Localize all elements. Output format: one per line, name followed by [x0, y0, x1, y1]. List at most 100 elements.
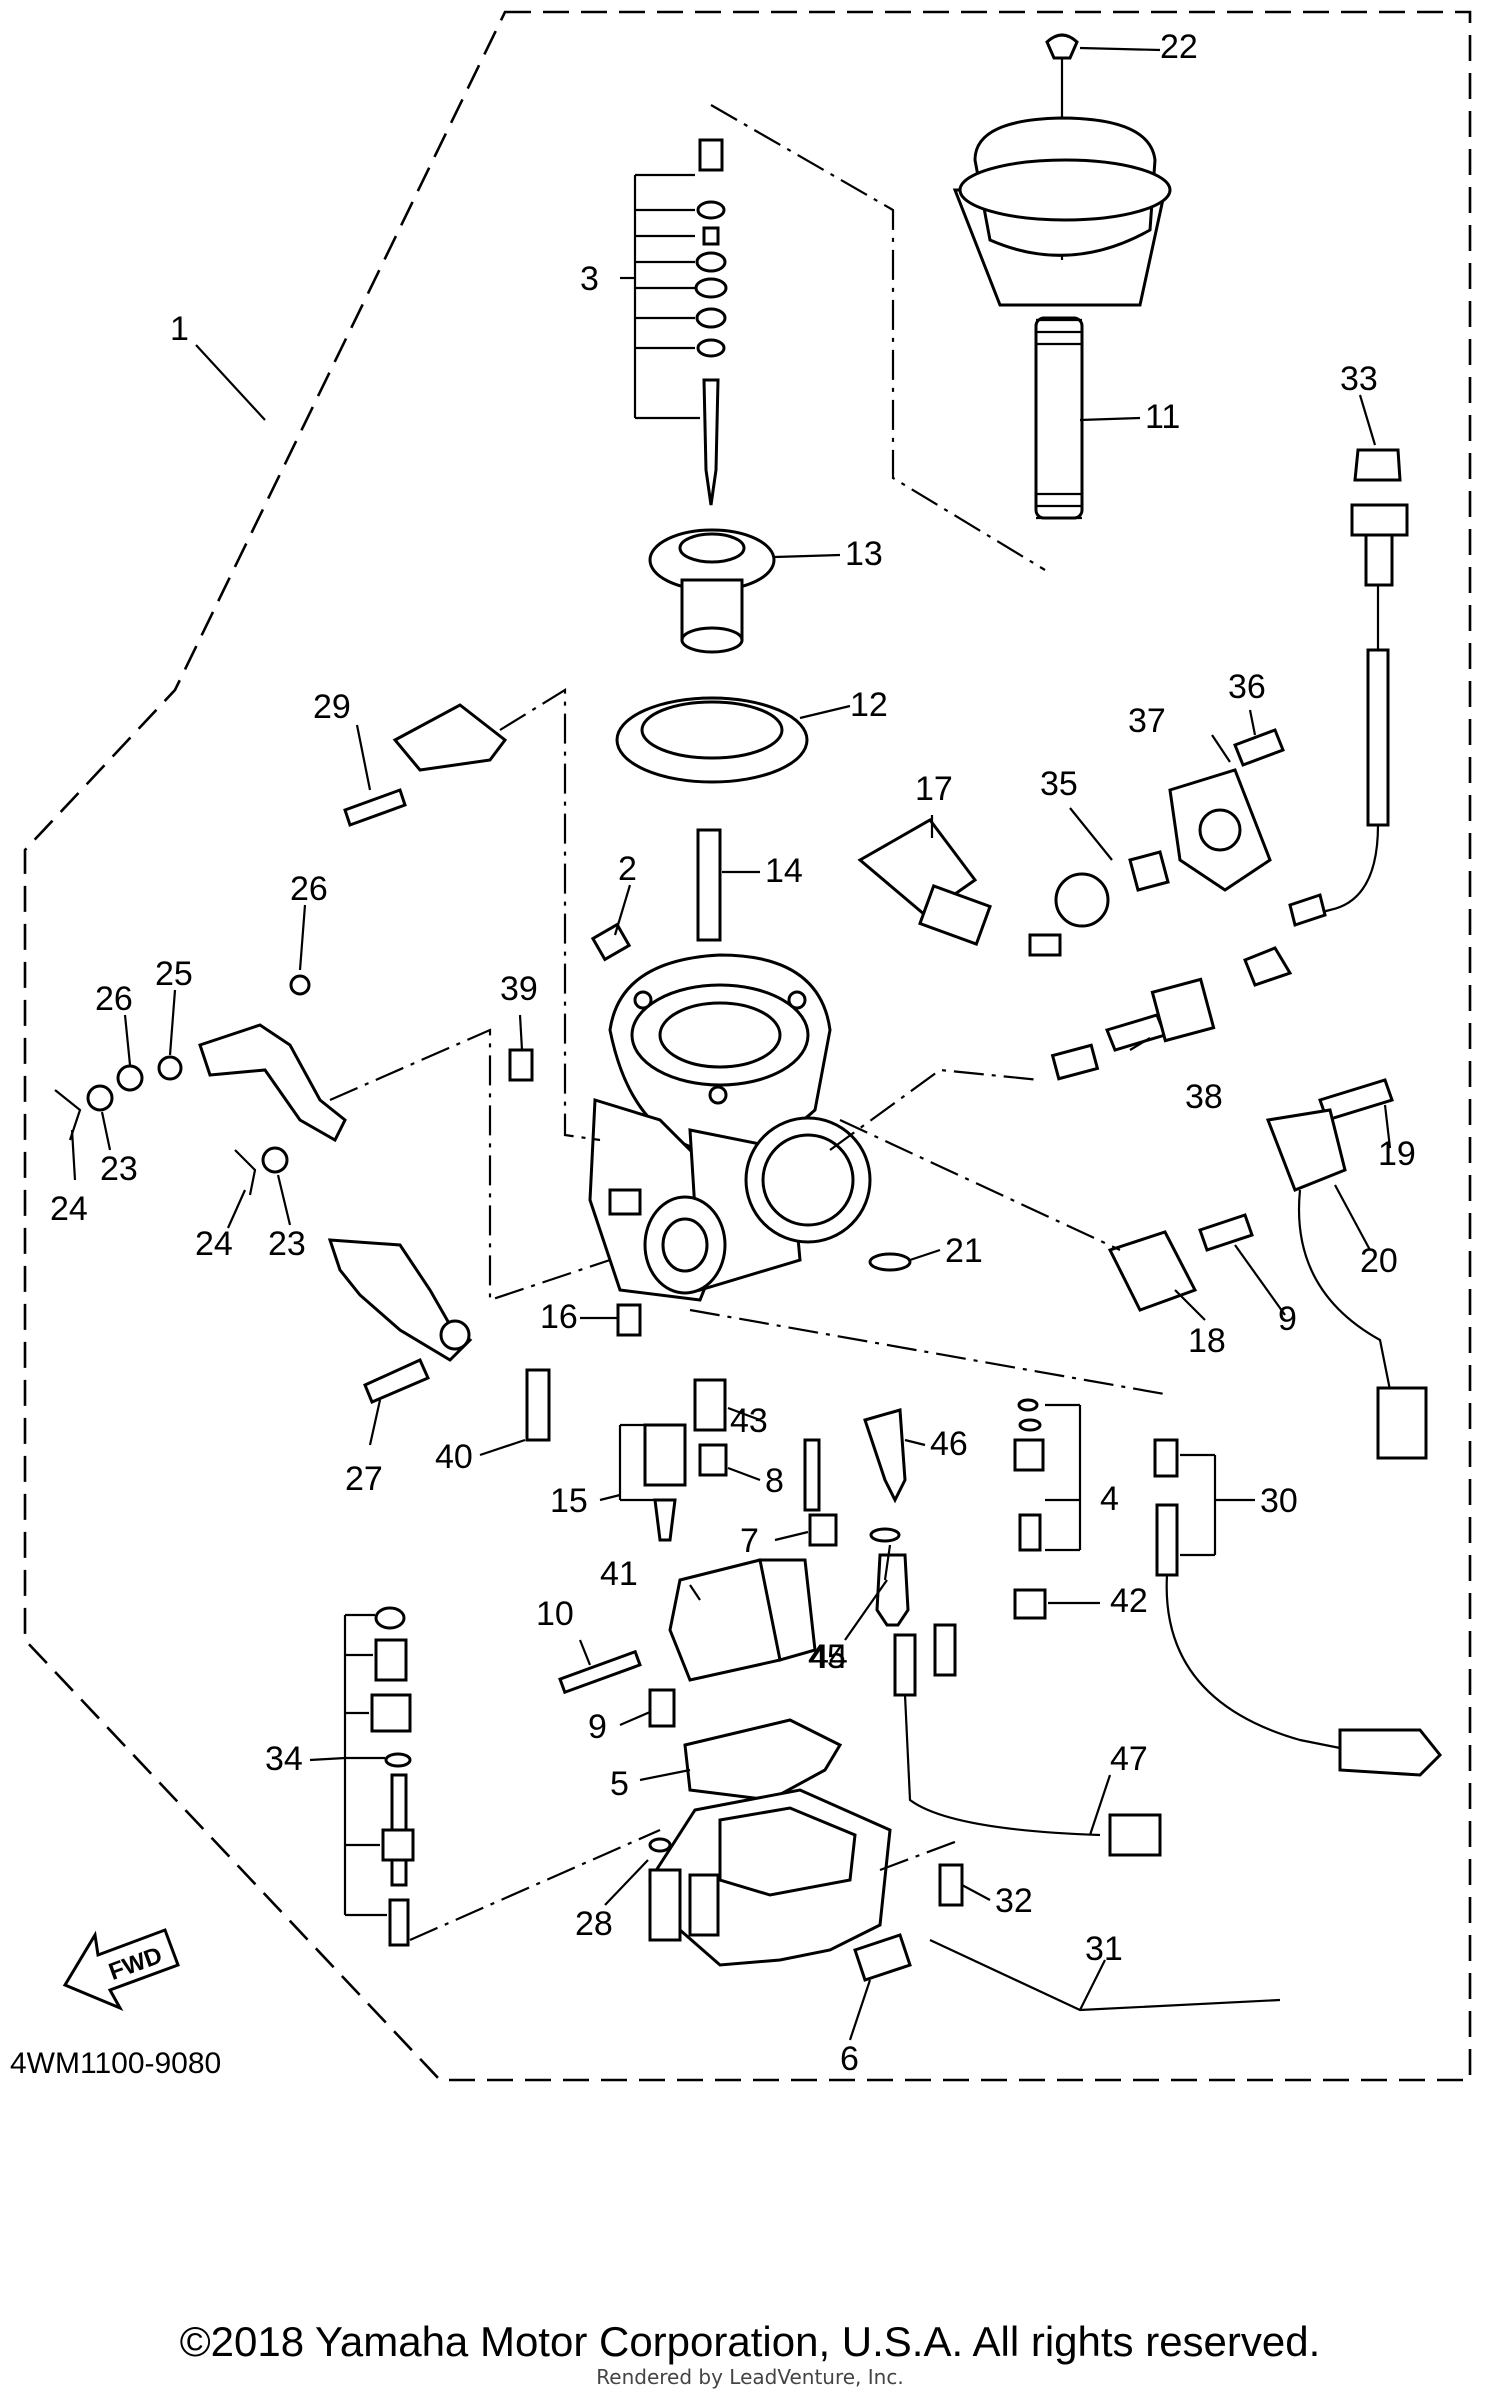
callout-label: 9 [1278, 1300, 1297, 1338]
fwd-arrow-icon [62, 1928, 180, 2012]
part-2-plug [590, 922, 632, 962]
callout-label: 45 [808, 1638, 846, 1676]
throttle-lever [327, 1238, 473, 1362]
carburetor-body [588, 953, 872, 1302]
callout-label: 43 [730, 1402, 768, 1440]
part-41-float [668, 1558, 817, 1682]
callout-label: 5 [610, 1765, 629, 1803]
callout-label: 24 [195, 1225, 233, 1263]
callout-label: 26 [290, 870, 328, 908]
part-13-throttle-valve [648, 528, 776, 654]
part-pin [803, 1438, 821, 1512]
callout-label: 38 [1185, 1078, 1223, 1116]
part-27-screw [363, 1358, 430, 1404]
callout-label: 41 [600, 1555, 638, 1593]
callout-label: 46 [930, 1425, 968, 1463]
part-23-washer [86, 1084, 114, 1112]
callout-label: 36 [1228, 668, 1266, 706]
section-line [829, 1068, 1041, 1151]
assembly-boundary [23, 10, 1472, 2082]
callout-label: 28 [575, 1905, 613, 1943]
part-29-bracket [343, 703, 508, 827]
part-45-washer [869, 1527, 901, 1543]
callout-label: 23 [268, 1225, 306, 1263]
callout-label: 39 [500, 970, 538, 1008]
callout-label: 40 [435, 1438, 473, 1476]
part-10-pin [558, 1649, 642, 1695]
section-line [329, 1028, 611, 1302]
part-34-screw-set [343, 1606, 415, 1947]
part-9-screw [1198, 1213, 1254, 1252]
part-3-needle-set [633, 138, 728, 506]
part-5-gasket [683, 1718, 843, 1802]
callout-label: 8 [765, 1462, 784, 1500]
callout-label: 18 [1188, 1322, 1226, 1360]
callout-label: 30 [1260, 1482, 1298, 1520]
part-17-elbow [857, 818, 992, 946]
section-line [409, 1828, 661, 1942]
callout-label: 47 [1110, 1740, 1148, 1778]
section-line [879, 1838, 961, 1872]
part-21-o-ring [868, 1252, 912, 1272]
part-11-spring [1034, 316, 1084, 520]
part-12-diaphragm [615, 696, 809, 784]
part-15-jet-holder [643, 1423, 687, 1542]
callout-label: 32 [995, 1882, 1033, 1920]
part-26-washer [116, 1064, 144, 1092]
part-35-accelerator-pump [1028, 850, 1170, 957]
callout-label: 29 [313, 688, 351, 726]
part-20-sensor [1265, 1108, 1428, 1460]
callout-label: 31 [1085, 1930, 1123, 1968]
part-33-choke-cable [1288, 448, 1409, 927]
part-46-bracket [863, 1408, 907, 1504]
callout-label: 26 [95, 980, 133, 1018]
part-38-starter-plunger [1050, 946, 1293, 1081]
callout-label: 1 [170, 310, 189, 348]
section-line [839, 1119, 1121, 1251]
part-23-washer [261, 1146, 289, 1174]
part-cap-cover [952, 116, 1172, 307]
part-30-cable [1153, 1438, 1443, 1777]
callout-leaders [70, 46, 1392, 2041]
callout-label: 7 [740, 1522, 759, 1560]
part-9-screw [648, 1688, 676, 1728]
part-16-screw [616, 1303, 642, 1337]
callout-label: 17 [915, 770, 953, 808]
part-44-valve [875, 1553, 910, 1627]
callout-label: 27 [345, 1460, 383, 1498]
callout-label: 42 [1110, 1582, 1148, 1620]
leader-3-11 [710, 104, 1046, 571]
callout-label: 34 [265, 1740, 303, 1778]
section-line [499, 688, 601, 1142]
part-43-plug [693, 1378, 727, 1432]
part-42-cap [1013, 1588, 1047, 1620]
callout-label: 23 [100, 1150, 138, 1188]
callout-label: 33 [1340, 360, 1378, 398]
callout-label: 4 [1100, 1480, 1119, 1518]
part-6-screw [853, 1933, 912, 1982]
callout-label: 6 [840, 2040, 859, 2078]
section-line [689, 1308, 1171, 1397]
part-32-screw [938, 1863, 964, 1907]
part-39-screw [508, 1048, 534, 1082]
callout-label: 16 [540, 1298, 578, 1336]
part-14-jet-needle [696, 828, 722, 942]
diagram-part-code: 4WM1100-9080 [10, 2047, 221, 2080]
part-37-cover [1168, 768, 1272, 892]
callout-label: 2 [618, 850, 637, 888]
callout-label: 44 [810, 1638, 848, 1676]
callout-label: 19 [1378, 1135, 1416, 1173]
part-4-pilot-screw-set [1013, 1398, 1045, 1552]
float-bowl [648, 1788, 892, 1967]
part-26-bracket [198, 974, 347, 1143]
callout-label: 25 [155, 955, 193, 993]
callout-label: 11 [1145, 398, 1180, 436]
callout-label: 22 [1160, 28, 1198, 66]
copyright-notice: ©2018 Yamaha Motor Corporation, U.S.A. A… [179, 2318, 1321, 2365]
callout-label: 24 [50, 1190, 88, 1228]
part-24-pin [234, 1149, 257, 1196]
callout-label: 37 [1128, 702, 1166, 740]
callout-label: 21 [945, 1232, 983, 1270]
callout-labels: 1 2 3 4 5 6 7 8 9 9 10 11 12 13 14 15 16… [10, 28, 1416, 2080]
